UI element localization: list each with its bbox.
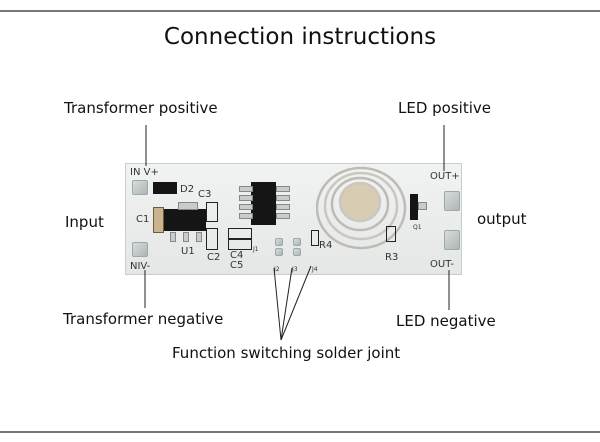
q1-tab [418,202,427,210]
pcb-board: IN V+ NIV- D2 C3 C1 U1 C2 C4 C5 J1 J2 J3… [125,163,462,275]
ic-pin [239,195,253,201]
silk-c2: C2 [207,252,221,263]
silk-in-vminus: NIV- [130,261,151,272]
label-led-positive: LED positive [398,99,491,117]
diode-d2 [153,182,177,194]
ic-soic8 [251,182,276,225]
silk-c4: C4 [230,250,244,261]
silk-out-minus: OUT- [430,259,454,270]
resistor-r4 [311,230,319,246]
label-output: output [477,210,527,228]
u1-tab [178,202,198,210]
label-transformer-positive: Transformer positive [64,99,218,117]
solder-joint-j3-b[interactable] [293,248,301,256]
silk-u1: U1 [181,246,195,257]
silk-in-vplus: IN V+ [130,167,159,178]
cap-c2-outline [206,228,218,250]
silk-c3: C3 [198,189,212,200]
input-pad-positive[interactable] [132,180,148,195]
regulator-u1 [164,209,206,231]
silk-out-plus: OUT+ [430,171,460,182]
output-pad-positive[interactable] [444,191,460,211]
cap-c4-outline [228,228,252,239]
cap-c3-outline [206,202,218,222]
solder-joint-j3[interactable] [293,238,301,246]
u1-pin [183,232,189,242]
cap-c1 [153,207,164,233]
leader-j4 [280,265,312,341]
silk-c1: C1 [136,214,150,225]
u1-pin [170,232,176,242]
ic-pin [276,204,290,210]
page-title: Connection instructions [163,24,437,50]
silk-c5: C5 [230,260,244,271]
output-pad-negative[interactable] [444,230,460,250]
silk-q1: Q1 [413,224,422,231]
silk-j3: J3 [292,266,298,273]
silk-j1: J1 [253,246,259,253]
label-transformer-negative: Transformer negative [63,310,224,328]
leader-j3 [280,267,293,341]
touch-spring-coil [316,166,407,250]
silk-r4: R4 [319,240,333,251]
top-divider [0,10,600,12]
ic-pin [276,213,290,219]
transistor-q1 [410,194,418,220]
leader-j2 [273,267,282,341]
ic-pin [276,195,290,201]
ic-pin [276,186,290,192]
ic-pin [239,186,253,192]
label-input: Input [65,213,104,231]
ic-pin [239,204,253,210]
ic-pin [239,213,253,219]
resistor-r3 [386,226,396,242]
silk-r3: R3 [385,252,399,263]
silk-j2: J2 [274,266,280,273]
silk-j4: J4 [312,266,318,273]
bottom-divider [0,431,600,433]
solder-joint-j2[interactable] [275,238,283,246]
silk-d2: D2 [180,184,195,195]
solder-joint-j2-b[interactable] [275,248,283,256]
input-pad-negative[interactable] [132,242,148,257]
cap-c5-outline [228,239,252,250]
label-function-switching: Function switching solder joint [172,344,401,362]
u1-pin [196,232,202,242]
label-led-negative: LED negative [396,312,496,330]
